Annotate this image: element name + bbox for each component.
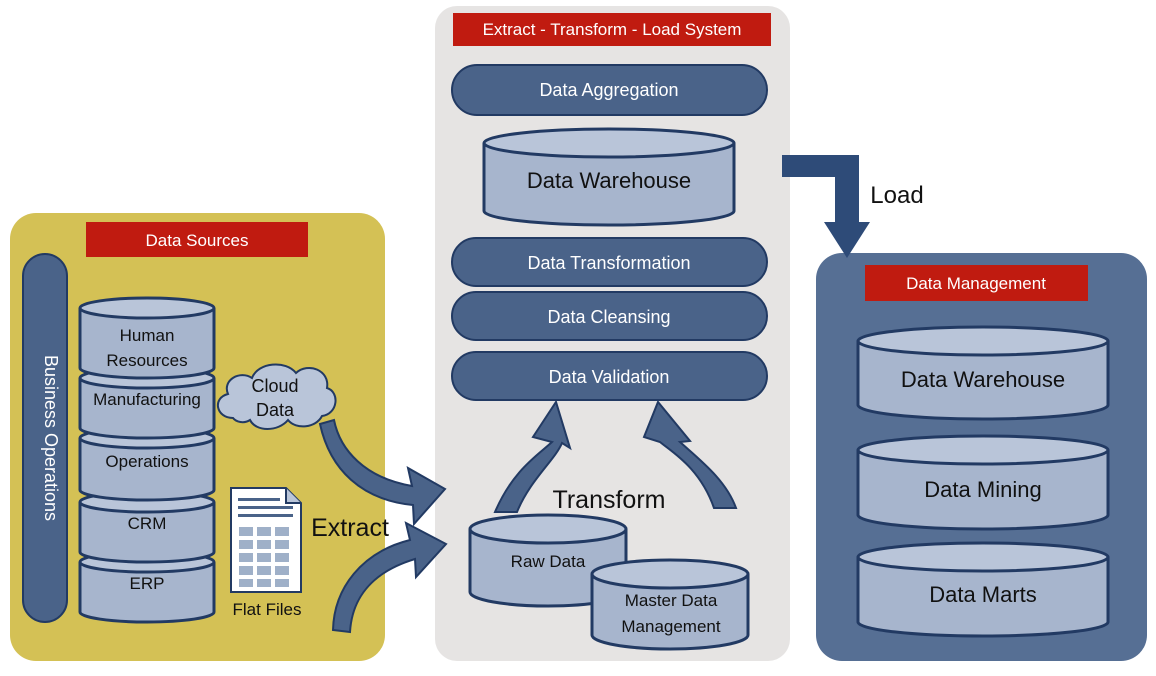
etl-title: Extract - Transform - Load System	[483, 20, 742, 39]
data-marts-label: Data Marts	[929, 582, 1037, 607]
human-resources-label-line1: Human	[120, 326, 175, 345]
cloud-data-label-line1: Cloud	[251, 376, 298, 396]
management-data-warehouse-label: Data Warehouse	[901, 367, 1065, 392]
data-validation-label: Data Validation	[549, 367, 670, 387]
data-marts-cylinder	[856, 541, 1110, 638]
load-label: Load	[870, 182, 923, 209]
human-resources-label-line2: Resources	[106, 351, 187, 370]
etl-header	[453, 13, 771, 46]
crm-label: CRM	[128, 514, 167, 533]
extract-arrow-lower	[331, 521, 448, 634]
data-management-header	[865, 265, 1088, 301]
flat-files-label: Flat Files	[233, 600, 302, 619]
extract-arrow-upper	[318, 418, 447, 527]
master-data-label-line2: Management	[621, 617, 721, 636]
master-data-label-line1: Master Data	[625, 591, 718, 610]
data-cleansing-label: Data Cleansing	[547, 307, 670, 327]
cloud-icon	[217, 363, 337, 430]
erp-label: ERP	[130, 574, 165, 593]
transform-arrow-left	[493, 399, 572, 513]
data-validation-pill	[451, 351, 768, 401]
data-transformation-label: Data Transformation	[527, 253, 690, 273]
data-sources-title: Data Sources	[146, 231, 249, 250]
data-cleansing-pill	[451, 291, 768, 341]
data-sources-header	[86, 222, 308, 257]
data-aggregation-pill	[451, 64, 768, 116]
master-data-management-cylinder	[590, 558, 750, 651]
business-operations-label: Business Operations	[41, 355, 61, 521]
cloud-data-label-line2: Data	[256, 400, 295, 420]
etl-data-warehouse-cylinder	[482, 127, 736, 227]
raw-data-label: Raw Data	[511, 552, 586, 571]
data-mining-label: Data Mining	[924, 477, 1041, 502]
crm-cylinder	[78, 490, 216, 564]
management-data-warehouse-cylinder	[856, 325, 1110, 421]
business-operations-bar	[22, 253, 68, 623]
transform-label: Transform	[553, 486, 666, 514]
data-management-title: Data Management	[906, 274, 1046, 293]
human-resources-cylinder	[78, 296, 216, 380]
etl-data-warehouse-label: Data Warehouse	[527, 168, 691, 193]
data-mining-cylinder	[856, 434, 1110, 531]
extract-label: Extract	[311, 514, 389, 542]
document-icon	[230, 487, 302, 593]
elbow-arrow-icon	[782, 155, 870, 258]
data-aggregation-label: Data Aggregation	[539, 80, 678, 100]
transform-arrow-right	[642, 400, 738, 509]
data-transformation-pill	[451, 237, 768, 287]
manufacturing-label: Manufacturing	[93, 390, 201, 409]
operations-label: Operations	[105, 452, 188, 471]
